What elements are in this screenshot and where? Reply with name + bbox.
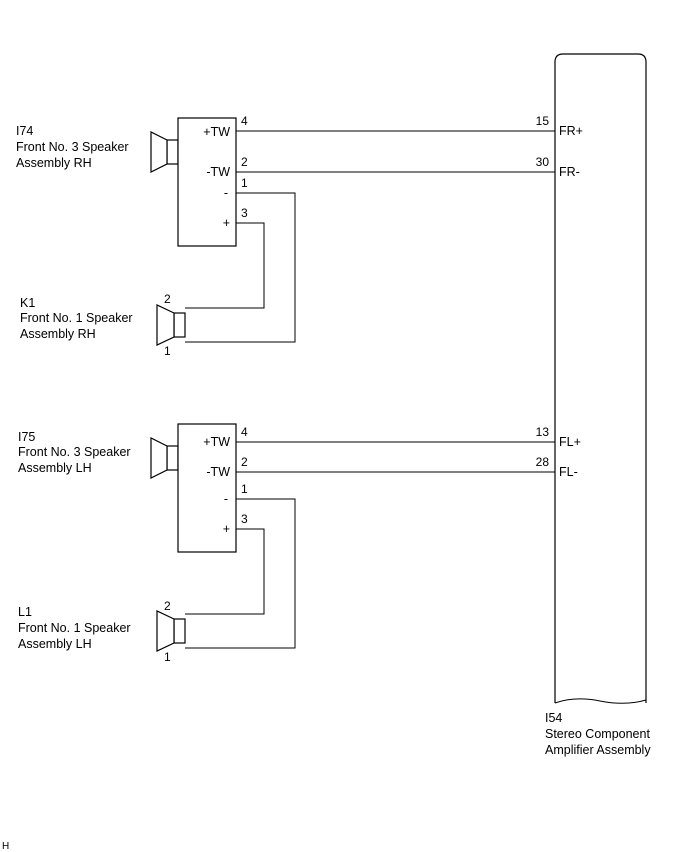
i74-pin-plus-label: + <box>223 216 230 230</box>
i75-connector-box <box>177 423 237 553</box>
amp-pin-fl-minus-label: FL- <box>559 465 578 479</box>
amp-pin-fr-minus-label: FR- <box>559 165 580 179</box>
l1-code: L1 <box>18 605 32 619</box>
i74-pin-tw-plus-label: +TW <box>203 125 230 139</box>
i75-pin-minus-num: 1 <box>241 482 248 496</box>
wire-i75-plus-to-l1 <box>185 528 265 615</box>
i75-code: I75 <box>18 430 35 444</box>
wire-i74-plus-to-k1 <box>185 222 265 309</box>
i74-code: I74 <box>16 124 33 138</box>
i74-pin-tw-plus-num: 4 <box>241 114 248 128</box>
i75-pin-tw-minus-num: 2 <box>241 455 248 469</box>
i74-pin-tw-minus-label: -TW <box>206 165 230 179</box>
wire-i74-minus-to-k1 <box>185 192 296 343</box>
i74-pin-tw-minus-num: 2 <box>241 155 248 169</box>
amp-pin-fr-minus-num: 30 <box>536 155 550 169</box>
k1-speaker-icon <box>156 304 186 346</box>
amplifier-body <box>554 53 647 703</box>
i75-name-line2: Assembly LH <box>18 461 92 475</box>
amplifier-name-line1: Stereo Component <box>545 727 650 741</box>
footer-mark: H <box>2 841 9 852</box>
l1-pin-top-num: 2 <box>164 599 171 613</box>
l1-speaker-icon <box>156 610 186 652</box>
i75-speaker-icon <box>150 437 179 479</box>
l1-name-line2: Assembly LH <box>18 637 92 651</box>
i75-pin-tw-plus-num: 4 <box>241 425 248 439</box>
k1-name-line1: Front No. 1 Speaker <box>20 311 133 325</box>
i75-pin-tw-minus-label: -TW <box>206 465 230 479</box>
amplifier-name-line2: Amplifier Assembly <box>545 743 651 757</box>
amplifier-code: I54 <box>545 711 562 725</box>
l1-name-line1: Front No. 1 Speaker <box>18 621 131 635</box>
k1-pin-bottom-num: 1 <box>164 344 171 358</box>
amp-pin-fr-plus-num: 15 <box>536 114 550 128</box>
k1-code: K1 <box>20 296 35 310</box>
l1-pin-bottom-num: 1 <box>164 650 171 664</box>
i75-pin-plus-label: + <box>223 522 230 536</box>
i75-pin-plus-num: 3 <box>241 512 248 526</box>
i74-pin-minus-num: 1 <box>241 176 248 190</box>
i74-name-line1: Front No. 3 Speaker <box>16 140 129 154</box>
i74-name-line2: Assembly RH <box>16 156 92 170</box>
amp-pin-fr-plus-label: FR+ <box>559 124 583 138</box>
wire-i75-minus-to-l1 <box>185 498 296 649</box>
i75-pin-minus-label: - <box>224 492 228 506</box>
i74-speaker-icon <box>150 131 179 173</box>
amplifier-break-line <box>554 698 647 704</box>
i74-pin-plus-num: 3 <box>241 206 248 220</box>
amp-pin-fl-minus-num: 28 <box>536 455 550 469</box>
i75-pin-tw-plus-label: +TW <box>203 435 230 449</box>
i74-pin-minus-label: - <box>224 186 228 200</box>
i74-connector-box <box>177 117 237 247</box>
i75-name-line1: Front No. 3 Speaker <box>18 445 131 459</box>
k1-pin-top-num: 2 <box>164 292 171 306</box>
amp-pin-fl-plus-label: FL+ <box>559 435 581 449</box>
k1-name-line2: Assembly RH <box>20 327 96 341</box>
amp-pin-fl-plus-num: 13 <box>536 425 550 439</box>
